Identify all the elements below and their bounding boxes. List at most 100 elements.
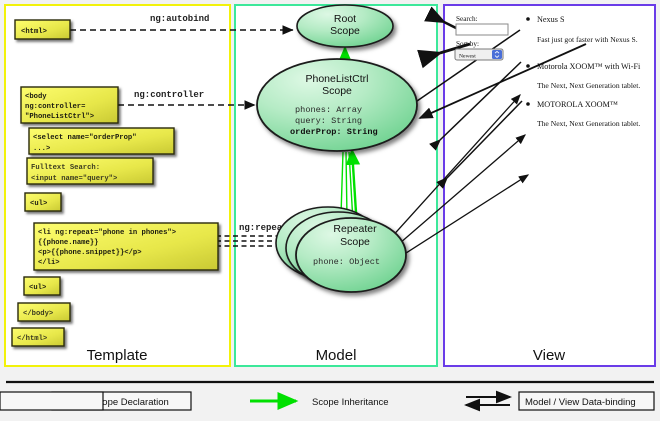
- select-orderprop-line2: ...>: [33, 145, 50, 153]
- root-scope-ellipse[interactable]: [296, 4, 394, 48]
- edge-label-ng-autobind: ng:autobind: [150, 14, 209, 24]
- code-box-ul-open[interactable]: <ul>: [24, 192, 62, 212]
- scope-root[interactable]: Root Scope: [296, 4, 394, 48]
- phonelistctrl-prop-phones: phones: Array: [295, 105, 362, 115]
- column-label-view: View: [533, 347, 565, 364]
- select-orderprop-box[interactable]: [28, 127, 175, 155]
- li-ngrepeat-line3: <p>{{phone.snippet}}</p>: [38, 249, 142, 257]
- code-box-body-close[interactable]: </body>: [17, 302, 71, 322]
- phonelistctrl-title-line1: PhoneListCtrl: [305, 73, 368, 85]
- binding-repeater-to-item3: [391, 174, 530, 263]
- view-search-input[interactable]: [455, 23, 509, 36]
- scope-repeater-stack[interactable]: Repeater Scope phone: Object: [275, 206, 407, 293]
- edge-label-ng-repeat: ng:repeat: [239, 223, 288, 233]
- body-open-line2: ng:controller=: [25, 103, 85, 111]
- legend-label-inheritance: Scope Inheritance: [312, 397, 389, 408]
- view-panel-bg: [444, 5, 655, 366]
- body-open-line1: <body: [25, 93, 47, 101]
- template-panel-border: [4, 4, 231, 367]
- column-label-model: Model: [316, 347, 357, 364]
- ul-open-text: <ul>: [30, 200, 47, 208]
- inherit-line-a: [340, 151, 344, 216]
- binding-orderprop-to-list: [418, 43, 587, 119]
- view-search-label: Search:: [456, 15, 478, 23]
- legend-label-databinding: Model / View Data-binding: [525, 397, 636, 408]
- column-model: Model: [234, 4, 438, 367]
- repeater-scope-ellipse-front[interactable]: [295, 217, 407, 293]
- body-close-box[interactable]: [17, 302, 71, 322]
- view-phone-snippet-2: The Next, Next Generation tablet.: [537, 119, 640, 128]
- legend-item-model-view-databinding: Model / View Data-binding: [464, 390, 655, 412]
- root-scope-title-line2: Scope: [330, 25, 360, 37]
- view-phone-snippet-1: The Next, Next Generation tablet.: [537, 81, 640, 90]
- li-ngrepeat-line4: </li>: [38, 259, 60, 267]
- fulltext-search-line1: Fulltext Search:: [31, 164, 100, 172]
- column-view: View: [443, 4, 656, 367]
- fulltext-search-line2: <input name="query">: [31, 175, 117, 183]
- data-binding-edges: [379, 6, 587, 263]
- bullet-icon-0: [526, 17, 530, 21]
- view-phone-name-1: Motorola XOOM™ with Wi-Fi: [537, 62, 641, 71]
- select-orderprop-line1: <select name="orderProp": [33, 134, 137, 142]
- bullet-icon-1: [526, 64, 530, 68]
- repeater-title-line2: Scope: [340, 236, 370, 248]
- view-phone-name-2: MOTOROLA XOOM™: [537, 100, 618, 109]
- body-open-line3: "PhoneListCtrl">: [25, 113, 94, 121]
- binding-view-search-in: [429, 61, 522, 151]
- ul-close-box[interactable]: [23, 276, 61, 296]
- legend-box-databinding: [518, 391, 655, 411]
- binding-repeater-to-item2: [384, 134, 526, 257]
- chevron-down-icon[interactable]: [492, 50, 502, 59]
- scope-phonelistctrl[interactable]: PhoneListCtrl Scope phones: Array query:…: [256, 58, 418, 152]
- phonelistctrl-scope-ellipse[interactable]: [256, 58, 418, 152]
- bullet-icon-2: [526, 102, 530, 106]
- chevron-glyph: [494, 50, 500, 58]
- html-close-box[interactable]: [11, 327, 65, 347]
- root-scope-title-line1: Root: [334, 13, 356, 25]
- legend: Implicit Scope Declaration Scope Inherit…: [0, 380, 655, 412]
- column-label-template: Template: [87, 347, 148, 364]
- fulltext-search-box[interactable]: [26, 157, 154, 185]
- view-phone-item-0: Nexus S Fast just got faster with Nexus …: [526, 15, 638, 44]
- code-box-select-orderprop[interactable]: <select name="orderProp" ...>: [28, 127, 175, 155]
- binding-phones-to-nexus: [402, 29, 521, 111]
- html-open-text: <html>: [21, 28, 47, 36]
- code-box-li-ngrepeat[interactable]: <li ng:repeat="phone in phones"> {{phone…: [33, 222, 219, 271]
- li-ngrepeat-line2: {{phone.name}}: [38, 239, 98, 247]
- body-close-text: </body>: [23, 310, 53, 318]
- view-phone-snippet-0: Fast just got faster with Nexus S.: [537, 35, 638, 44]
- view-sort-label: Sort by:: [456, 40, 479, 48]
- code-box-fulltext-search[interactable]: Fulltext Search: <input name="query">: [26, 157, 154, 185]
- code-box-html-open[interactable]: <html>: [14, 19, 71, 40]
- edge-label-ng-controller: ng:controller: [134, 90, 204, 100]
- body-open-box[interactable]: [20, 86, 119, 124]
- html-close-text: </html>: [17, 335, 47, 343]
- legend-item-scope-inheritance: Scope Inheritance: [0, 391, 389, 411]
- view-phone-item-1: Motorola XOOM™ with Wi-Fi The Next, Next…: [526, 62, 641, 90]
- ul-open-box[interactable]: [24, 192, 62, 212]
- li-ngrepeat-line1: <li ng:repeat="phone in phones">: [38, 229, 176, 237]
- binding-repeater-to-item1: [379, 94, 521, 251]
- view-phone-item-2: MOTOROLA XOOM™ The Next, Next Generation…: [526, 100, 640, 128]
- repeater-title-line1: Repeater: [333, 223, 377, 235]
- code-box-ul-close[interactable]: <ul>: [23, 276, 61, 296]
- view-phone-name-0: Nexus S: [537, 15, 565, 24]
- phonelistctrl-prop-orderprop: orderProp: String: [290, 127, 378, 137]
- code-box-html-close[interactable]: </html>: [11, 327, 65, 347]
- phonelistctrl-prop-query: query: String: [295, 116, 362, 126]
- view-rendered-app: Search: Sort by: Newest Nexus S Fast jus…: [454, 15, 641, 128]
- binding-view-sort-in: [436, 100, 523, 189]
- view-sort-select-box[interactable]: [454, 48, 504, 61]
- html-open-box[interactable]: [14, 19, 71, 40]
- legend-label-implicit: Implicit Scope Declaration: [59, 397, 169, 408]
- repeater-prop-phone: phone: Object: [313, 257, 380, 267]
- view-sort-select[interactable]: Newest: [454, 48, 504, 61]
- li-ngrepeat-box[interactable]: [33, 222, 219, 271]
- code-box-body-open[interactable]: <body ng:controller= "PhoneListCtrl">: [20, 86, 119, 124]
- legend-box-inheritance: [0, 391, 104, 411]
- ul-close-text: <ul>: [29, 284, 46, 292]
- template-code-boxes: <html> <body ng:controller= "PhoneListCt…: [11, 19, 219, 347]
- inherit-line-b: [345, 151, 348, 219]
